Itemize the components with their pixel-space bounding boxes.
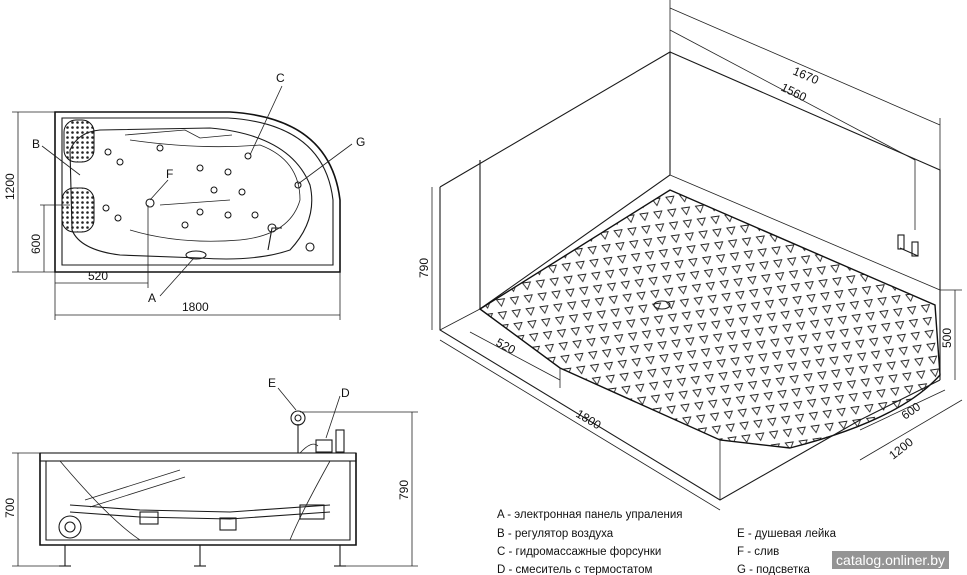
callout-e: E (268, 376, 276, 390)
callout-b: B (32, 137, 40, 151)
dim-length-outer: 1670 (791, 64, 821, 87)
legend-item-a: A - электронная панель упраления (497, 509, 682, 521)
drain-f (145, 198, 155, 208)
dim-iso-depth: 1200 (886, 435, 916, 463)
dim-side-length: 520 (88, 269, 108, 283)
iso-view: 1670 1560 790 500 520 1800 600 1200 (417, 0, 963, 511)
iso-mixer (897, 234, 919, 257)
callout-c: C (276, 71, 285, 85)
dim-iso-height-right: 500 (940, 328, 954, 348)
legend-item-e: E - душевая лейка (737, 528, 837, 540)
callout-d: D (341, 386, 350, 400)
top-view: C G B F A 1200 600 520 1800 (3, 71, 365, 320)
dim-height: 700 (3, 498, 17, 518)
top-view-outline (54, 111, 341, 273)
dim-iso-height: 790 (417, 258, 431, 278)
dim-total-height: 790 (397, 480, 411, 500)
dim-width: 1200 (3, 173, 17, 200)
callout-a: A (148, 291, 156, 305)
dim-iso-side-length: 520 (494, 335, 519, 357)
legend-item-f: F - слив (737, 546, 779, 558)
control-panel-a (185, 250, 207, 260)
top-view-basin (69, 127, 313, 260)
dim-iso-length: 1800 (573, 407, 603, 433)
legend-item-c: C - гидромассажные форсунки (497, 546, 661, 558)
jets (102, 144, 259, 229)
dim-length: 1800 (182, 300, 209, 314)
shower-head-e (290, 410, 306, 426)
headrest-upper (63, 119, 95, 163)
headrest-lower (61, 187, 95, 233)
side-view: E D 700 790 (3, 376, 418, 567)
legend: A - электронная панель упраления B - рег… (497, 509, 837, 575)
watermark: catalog.onliner.by (832, 551, 949, 569)
side-view-outline (39, 453, 357, 546)
callout-f: F (166, 167, 173, 181)
mixer-d (315, 439, 333, 453)
pump-motor (58, 515, 82, 539)
callout-g: G (356, 135, 365, 149)
iso-wall-left (439, 51, 671, 310)
dim-length-inner: 1560 (779, 80, 809, 104)
iso-floor (478, 189, 941, 449)
legend-item-b: B - регулятор воздуха (497, 528, 614, 540)
legend-item-d: D - смеситель с термостатом (497, 564, 653, 575)
dim-side-depth: 600 (29, 234, 43, 254)
legend-item-g: G - подсветка (737, 564, 811, 575)
top-view-rim (61, 117, 334, 266)
